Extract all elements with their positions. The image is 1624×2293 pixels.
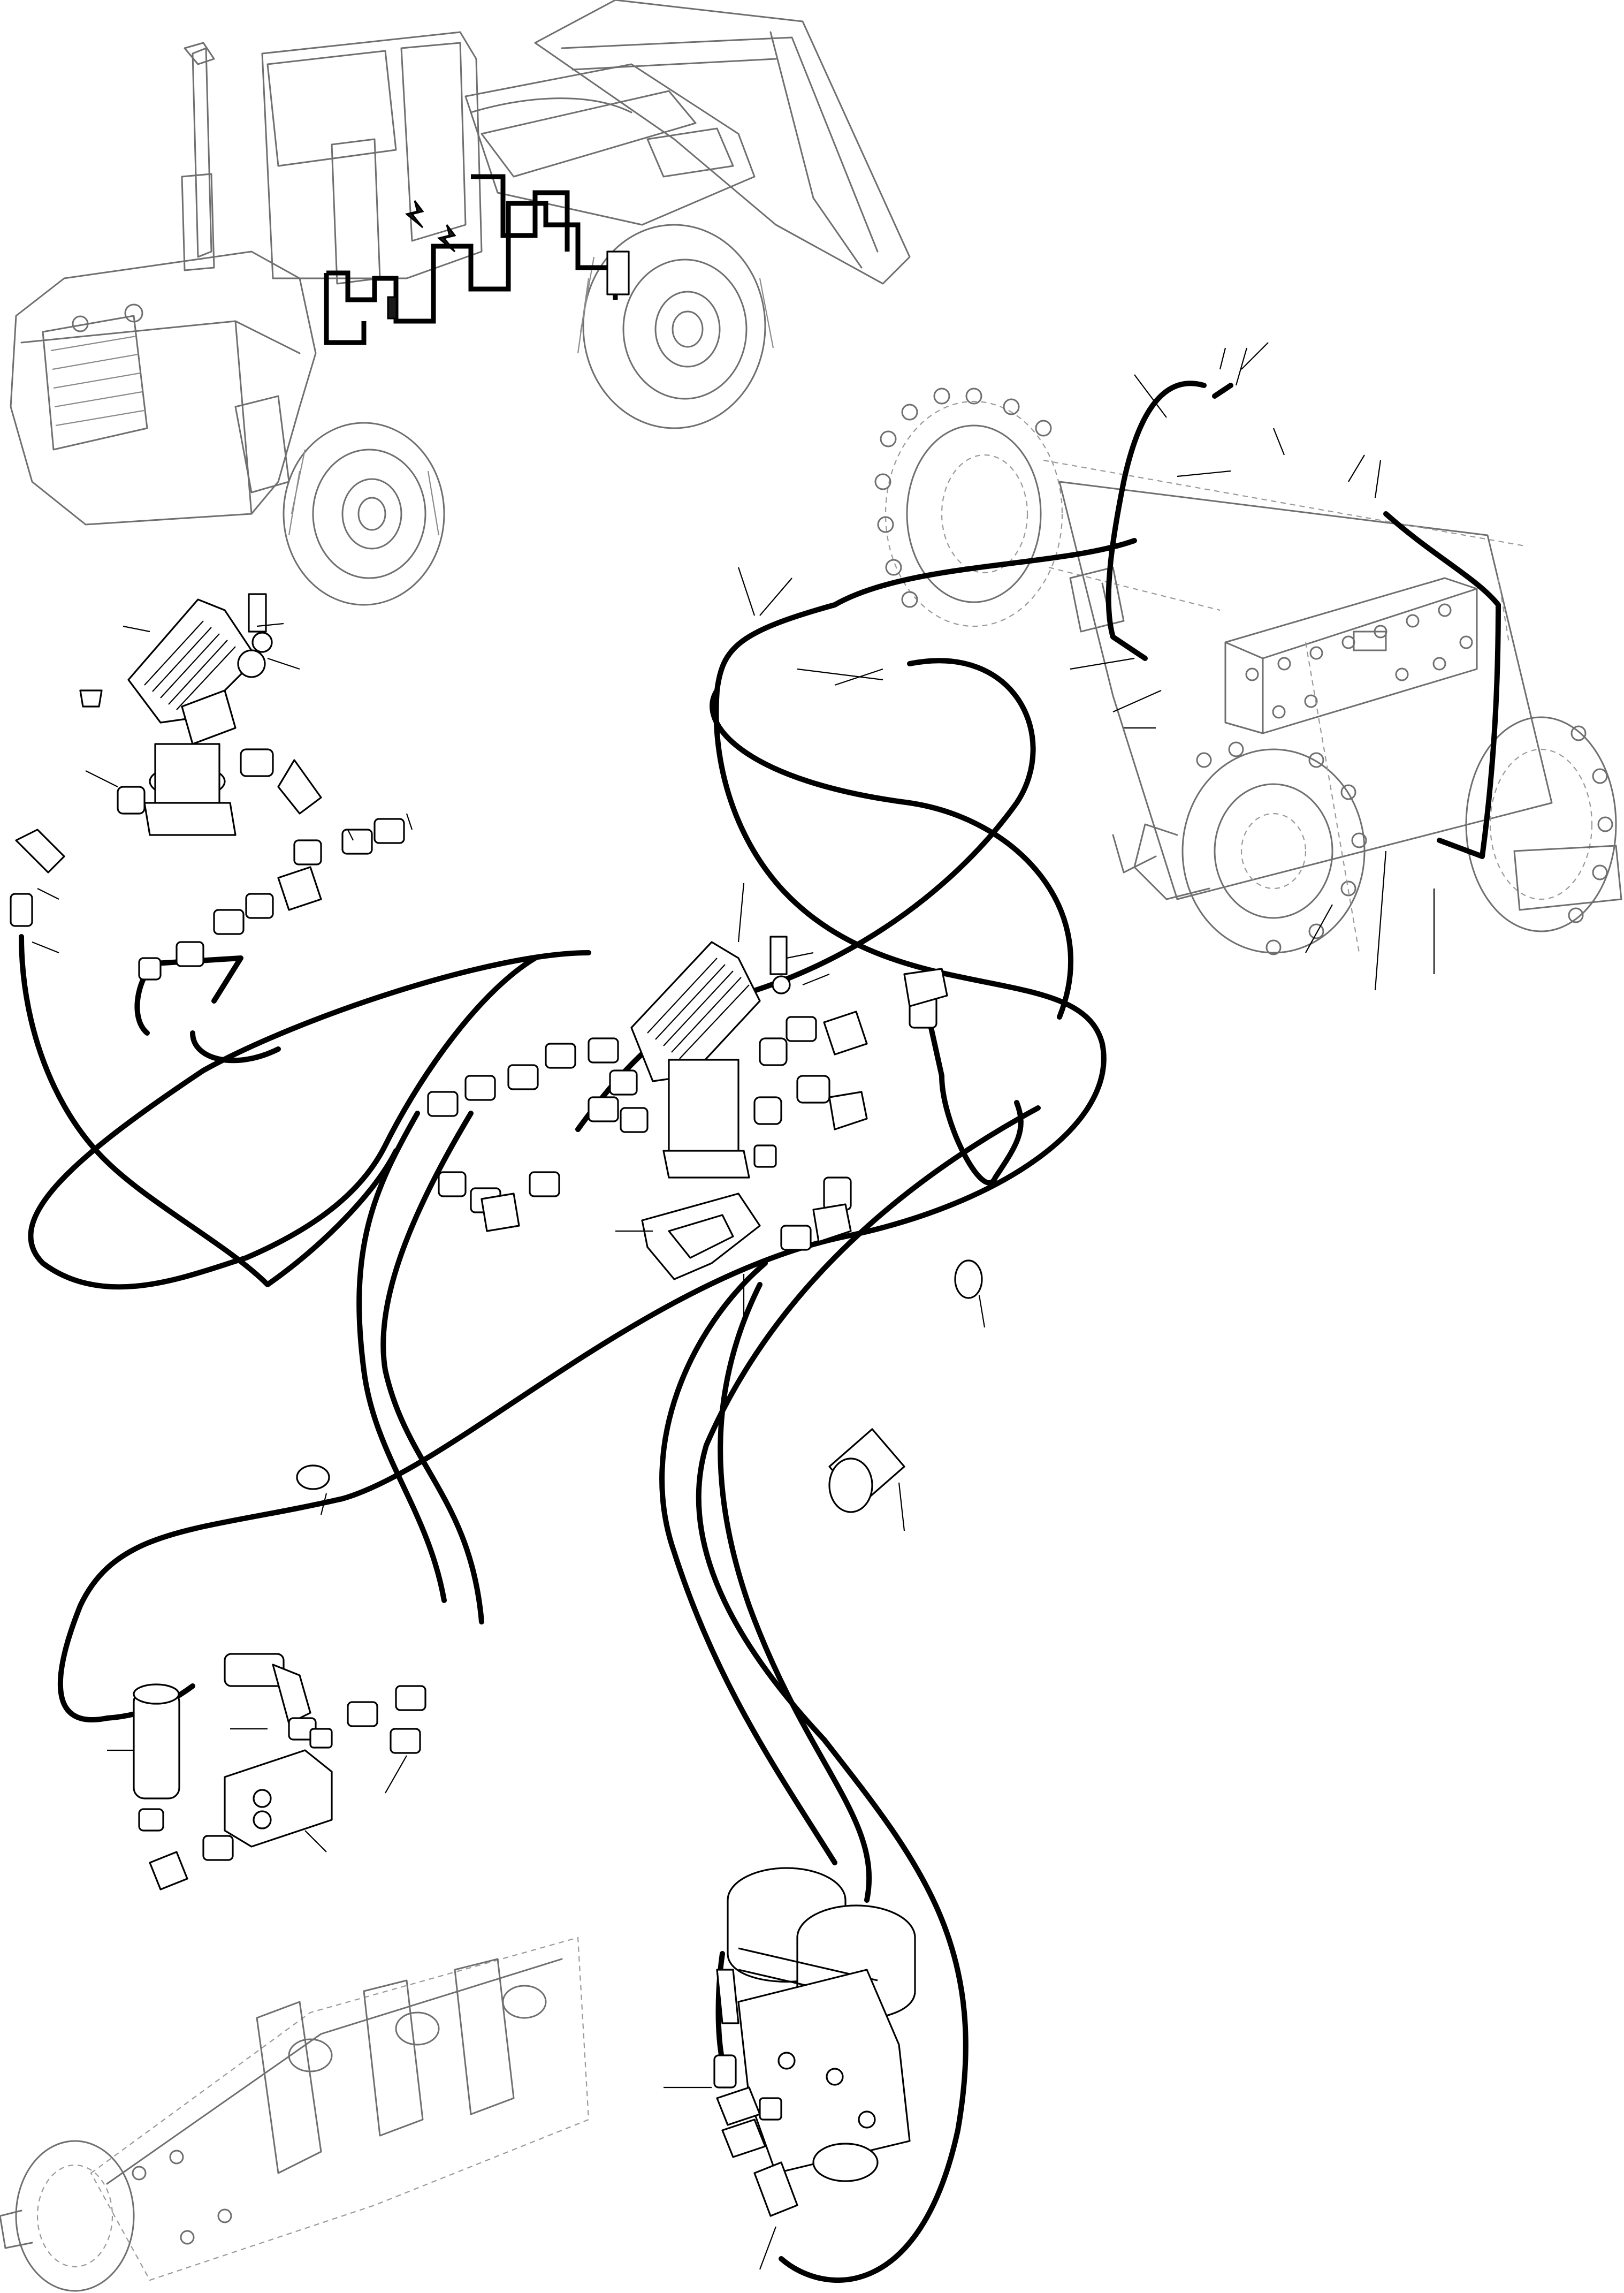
- hydraulic-pump-illustration: [0, 1937, 590, 2292]
- center-brake-pedal-valve: [296, 936, 983, 1490]
- accumulator-valve-assembly: [713, 1867, 916, 2217]
- callout-leader-lines: [32, 342, 1435, 2270]
- hydraulic-hoses: [19, 381, 1501, 2283]
- filter-and-block: [133, 1428, 905, 1890]
- upper-brake-pedal-valve: [10, 593, 405, 981]
- wheel-loader-illustration: [10, 0, 911, 606]
